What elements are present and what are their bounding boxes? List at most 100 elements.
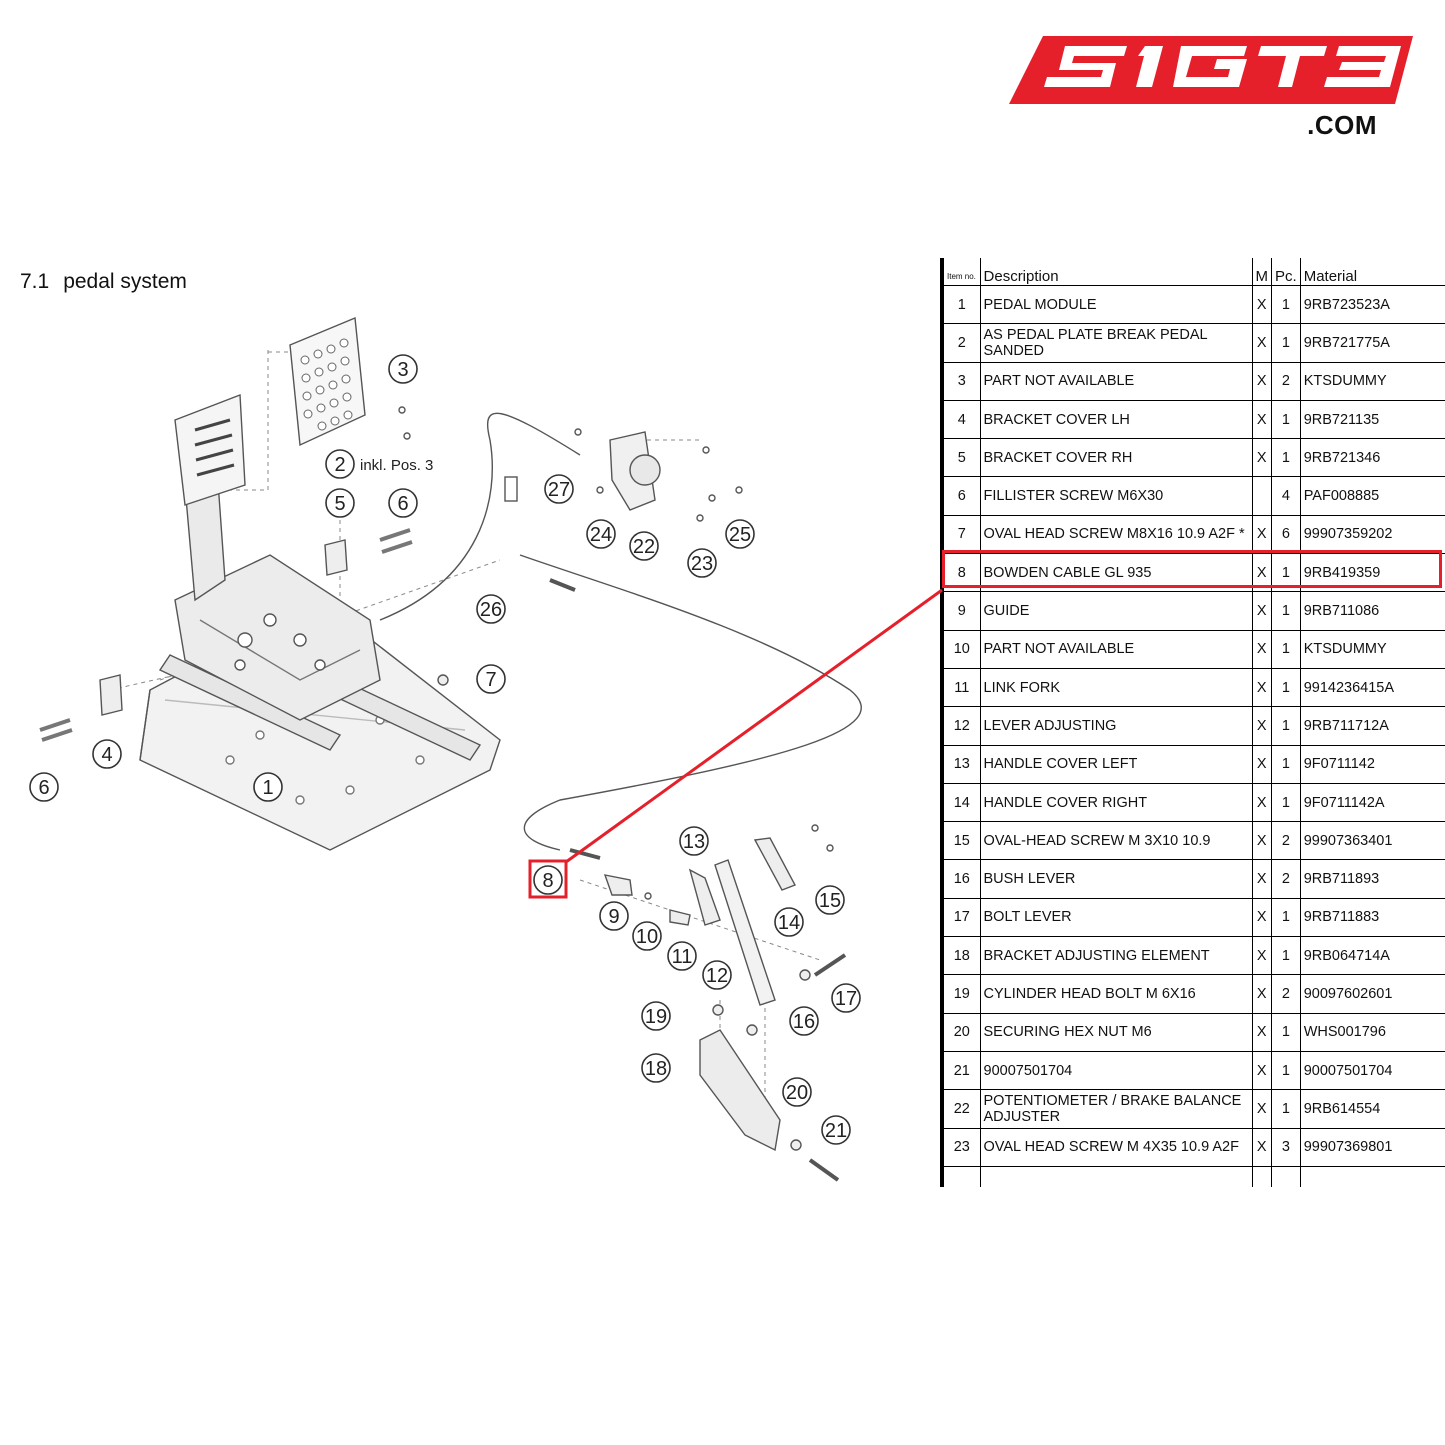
description-cell: POTENTIOMETER / BRAKE BALANCE ADJUSTER — [979, 1089, 1253, 1129]
item-no-cell: 5 — [942, 438, 981, 478]
callout-circle — [476, 664, 506, 694]
description-cell: OVAL HEAD SCREW M8X16 10.9 A2F * — [979, 515, 1253, 555]
empty-cell — [1299, 1166, 1445, 1187]
material-cell: 9RB614554 — [1299, 1089, 1445, 1129]
item-no-cell: 17 — [942, 898, 981, 938]
material-cell: 9RB711712A — [1299, 706, 1445, 746]
callout-number: 6 — [397, 493, 408, 515]
callout-11: 11 — [667, 941, 697, 971]
empty-cell — [1271, 1166, 1301, 1187]
callout-circle — [821, 1115, 851, 1145]
material-cell: 9RB723523A — [1299, 285, 1445, 325]
callout-1: 1 — [253, 772, 283, 802]
description-cell: BRACKET ADJUSTING ELEMENT — [979, 936, 1253, 976]
item-no-cell: 19 — [942, 974, 981, 1014]
material-cell: 9RB711893 — [1299, 859, 1445, 899]
pc-cell: 1 — [1271, 630, 1301, 669]
m-cell: X — [1251, 898, 1272, 938]
description-cell: PEDAL MODULE — [979, 285, 1253, 325]
material-cell: 90007501704 — [1299, 1051, 1445, 1091]
callout-circle — [253, 772, 283, 802]
pc-cell: 1 — [1271, 783, 1301, 823]
header-material: Material — [1299, 258, 1445, 286]
pc-cell: 2 — [1271, 974, 1301, 1014]
callout-circle — [632, 921, 662, 951]
callout-6: 6 — [29, 772, 59, 802]
callout-circle — [586, 519, 616, 549]
material-cell: WHS001796 — [1299, 1013, 1445, 1052]
description-cell: HANDLE COVER LEFT — [979, 745, 1253, 784]
item-no-cell: 9 — [942, 591, 981, 631]
callout-2: 2 — [325, 449, 355, 479]
callout-number: 11 — [672, 946, 693, 968]
material-cell: 9RB721135 — [1299, 400, 1445, 440]
pc-cell: 4 — [1271, 476, 1301, 516]
description-cell: SECURING HEX NUT M6 — [979, 1013, 1253, 1052]
material-cell: 99907369801 — [1299, 1128, 1445, 1167]
pc-cell: 1 — [1271, 936, 1301, 976]
pc-cell: 1 — [1271, 898, 1301, 938]
pc-cell: 1 — [1271, 706, 1301, 746]
pc-cell: 1 — [1271, 553, 1301, 593]
item-no-cell: 14 — [942, 783, 981, 823]
callout-circle — [702, 960, 732, 990]
table-header-row: Item no. Description M Pc. Material — [942, 258, 1445, 286]
m-cell — [1251, 476, 1272, 516]
callout-circle — [641, 1053, 671, 1083]
callout-number: 21 — [825, 1120, 847, 1142]
callout-14: 14 — [774, 907, 804, 937]
callout-circle — [815, 885, 845, 915]
pc-cell: 1 — [1271, 591, 1301, 631]
pc-cell: 1 — [1271, 668, 1301, 708]
material-cell: 9RB711883 — [1299, 898, 1445, 938]
callout-number: 3 — [397, 359, 408, 381]
item-no-cell: 3 — [942, 362, 981, 401]
m-cell: X — [1251, 515, 1272, 555]
item-no-cell: 2 — [942, 323, 981, 363]
callout-17: 17 — [831, 983, 861, 1013]
item-no-cell: 1 — [942, 285, 981, 325]
material-cell: 99907359202 — [1299, 515, 1445, 555]
description-cell: LEVER ADJUSTING — [979, 706, 1253, 746]
pedal-system-exploded-diagram: 1234566789101112131415161718192021222324… — [29, 316, 862, 1182]
description-cell: AS PEDAL PLATE BREAK PEDAL SANDED — [979, 323, 1253, 363]
sigt3-logo[interactable]: .COM — [1005, 32, 1417, 144]
callout-circle — [774, 907, 804, 937]
m-cell: X — [1251, 974, 1272, 1014]
callout-number: 16 — [793, 1011, 815, 1033]
item-no-cell: 16 — [942, 859, 981, 899]
callout-number: 26 — [480, 599, 502, 621]
callout-9: 9 — [599, 901, 629, 931]
description-cell: FILLISTER SCREW M6X30 — [979, 476, 1253, 516]
empty-cell — [979, 1166, 1253, 1187]
material-cell: 99907363401 — [1299, 821, 1445, 861]
material-cell: 90097602601 — [1299, 974, 1445, 1014]
item-no-cell: 23 — [942, 1128, 981, 1167]
callout-22: 22 — [629, 531, 659, 561]
material-cell: 9RB721346 — [1299, 438, 1445, 478]
m-cell: X — [1251, 323, 1272, 363]
item-no-cell: 18 — [942, 936, 981, 976]
material-cell: 9F0711142 — [1299, 745, 1445, 784]
m-cell: X — [1251, 1013, 1272, 1052]
item-no-cell: 10 — [942, 630, 981, 669]
m-cell: X — [1251, 783, 1272, 823]
material-cell: 9RB064714A — [1299, 936, 1445, 976]
description-cell: GUIDE — [979, 591, 1253, 631]
callout-circle — [831, 983, 861, 1013]
